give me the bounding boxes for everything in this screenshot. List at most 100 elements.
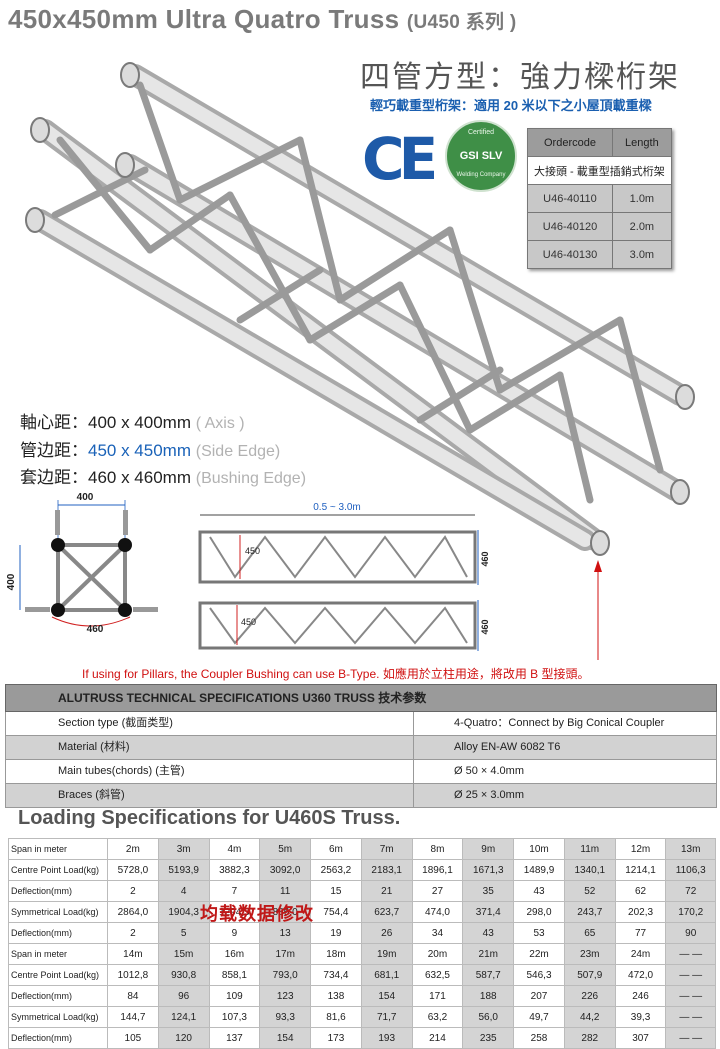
loading-cell: 124,1 <box>157 1006 210 1028</box>
spec-row: Braces (斜管) Ø 25 × 3.0mm <box>5 784 717 808</box>
loading-cell: 138 <box>310 985 362 1007</box>
loading-cell: 12m <box>614 838 667 860</box>
loading-cell: 21m <box>462 943 515 965</box>
loading-cell: 282 <box>563 1027 616 1049</box>
spec-value: Ø 25 × 3.0mm <box>454 789 525 801</box>
span-range-label: 0.5 ~ 3.0m <box>313 502 361 513</box>
loading-cell: 1340,1 <box>563 859 616 881</box>
dim-note: (Side Edge) <box>195 443 281 460</box>
loading-cell: — — <box>665 985 716 1007</box>
loading-cell: 2 <box>107 880 159 902</box>
loading-cell: 202,3 <box>614 901 667 923</box>
outer-height-label: 460 <box>480 619 490 634</box>
loading-row-label: Centre Point Load(kg) <box>8 964 108 986</box>
spec-key: Braces (斜管) <box>6 784 414 807</box>
loading-cell: 5193,9 <box>157 859 210 881</box>
dim-note: (Bushing Edge) <box>195 470 307 487</box>
loading-cell: 681,1 <box>360 964 413 986</box>
dim-label: 管边距： <box>20 441 88 460</box>
specs-heading: ALUTRUSS TECHNICAL SPECIFICATIONS U360 T… <box>5 684 717 712</box>
loading-cell: 77 <box>614 922 667 944</box>
loading-cell: 7 <box>208 880 261 902</box>
order-code-cell: U46-40120 <box>527 212 613 241</box>
loading-cell: 72 <box>665 880 716 902</box>
loading-cell: 246 <box>614 985 667 1007</box>
loading-row-label: Deflection(mm) <box>8 1027 108 1049</box>
loading-row-label: Symmetrical Load(kg) <box>8 901 108 923</box>
loading-cell: 507,9 <box>563 964 616 986</box>
loading-cell: 587,7 <box>462 964 515 986</box>
cross-section-drawing: 400 400 460 <box>6 492 158 635</box>
loading-cell: 84 <box>107 985 159 1007</box>
loading-cell: — — <box>665 1027 716 1049</box>
loading-cell: 226 <box>563 985 616 1007</box>
loading-cell: 7m <box>360 838 413 860</box>
loading-cell: 1904,3 <box>157 901 210 923</box>
loading-cell: 81,6 <box>310 1006 362 1028</box>
loading-cell: 188 <box>462 985 515 1007</box>
loading-cell: 472,0 <box>614 964 667 986</box>
loading-cell: 2m <box>107 838 159 860</box>
loading-cell: 52 <box>563 880 616 902</box>
loading-cell: 19m <box>360 943 413 965</box>
dim-label: 套边距： <box>20 468 88 487</box>
loading-cell: 109 <box>208 985 261 1007</box>
loading-cell: 90 <box>665 922 716 944</box>
top-width-label: 400 <box>77 492 94 503</box>
loading-cell: 734,4 <box>310 964 362 986</box>
loading-title: Loading Specifications for U460S Truss. <box>18 807 401 829</box>
loading-cell: 154 <box>259 1027 312 1049</box>
loading-cell: 207 <box>513 985 565 1007</box>
loading-cell: 1106,3 <box>665 859 716 881</box>
outer-height-label: 460 <box>480 551 490 566</box>
loading-cell: 15 <box>310 880 362 902</box>
side-elevation-drawing: 0.5 ~ 3.0m 450 460 450 460 <box>198 502 490 651</box>
truss-illustration <box>25 62 695 660</box>
loading-cell: 23m <box>563 943 616 965</box>
loading-cell: 2 <box>107 922 159 944</box>
dimension-side-edge: 管边距：450 x 450mm (Side Edge) <box>20 436 280 461</box>
dim-value: 460 x 460mm <box>88 468 191 487</box>
loading-cell: 8m <box>411 838 464 860</box>
loading-cell: 474,0 <box>411 901 464 923</box>
loading-cell: 154 <box>360 985 413 1007</box>
loading-cell: 39,3 <box>614 1006 667 1028</box>
loading-cell: 15m <box>157 943 210 965</box>
title-text: 450x450mm Ultra Quatro Truss <box>8 4 400 34</box>
loading-cell: — — <box>665 1006 716 1028</box>
loading-cell: 5 <box>157 922 210 944</box>
loading-cell: 1012,8 <box>107 964 159 986</box>
loading-cell: 16m <box>208 943 261 965</box>
seal-main-text: GSI SLV <box>459 150 503 162</box>
chinese-subtitle: 四管方型：強力樑桁架 <box>360 60 680 95</box>
loading-cell: 137 <box>208 1027 261 1049</box>
loading-cell: 123 <box>259 985 312 1007</box>
loading-cell: 2563,2 <box>310 859 362 881</box>
inner-height-label: 450 <box>245 546 260 556</box>
seal-bottom-text: Welding Company <box>456 172 506 178</box>
loading-cell: 19 <box>310 922 362 944</box>
loading-cell: 56,0 <box>462 1006 515 1028</box>
loading-cell: 754,4 <box>310 901 362 923</box>
loading-cell: 5728,0 <box>107 859 159 881</box>
loading-cell: 1671,3 <box>462 859 515 881</box>
page-title: 450x450mm Ultra Quatro Truss (U450 系列 ) <box>8 4 517 35</box>
spec-key: Section type (截面类型) <box>6 712 414 735</box>
loading-cell: 71,7 <box>360 1006 413 1028</box>
loading-cell: 10m <box>513 838 565 860</box>
loading-cell: 170,2 <box>665 901 716 923</box>
loading-cell: 3882,3 <box>208 859 261 881</box>
dimension-bushing-edge: 套边距：460 x 460mm (Bushing Edge) <box>20 463 306 488</box>
loading-cell: 49,7 <box>513 1006 565 1028</box>
loading-cell: 93,3 <box>259 1006 312 1028</box>
loading-cell: 13m <box>665 838 716 860</box>
tagline: 輕巧載重型桁架：適用 20 米以下之小屋頂載重樑 <box>370 98 652 113</box>
loading-cell: 17m <box>259 943 312 965</box>
